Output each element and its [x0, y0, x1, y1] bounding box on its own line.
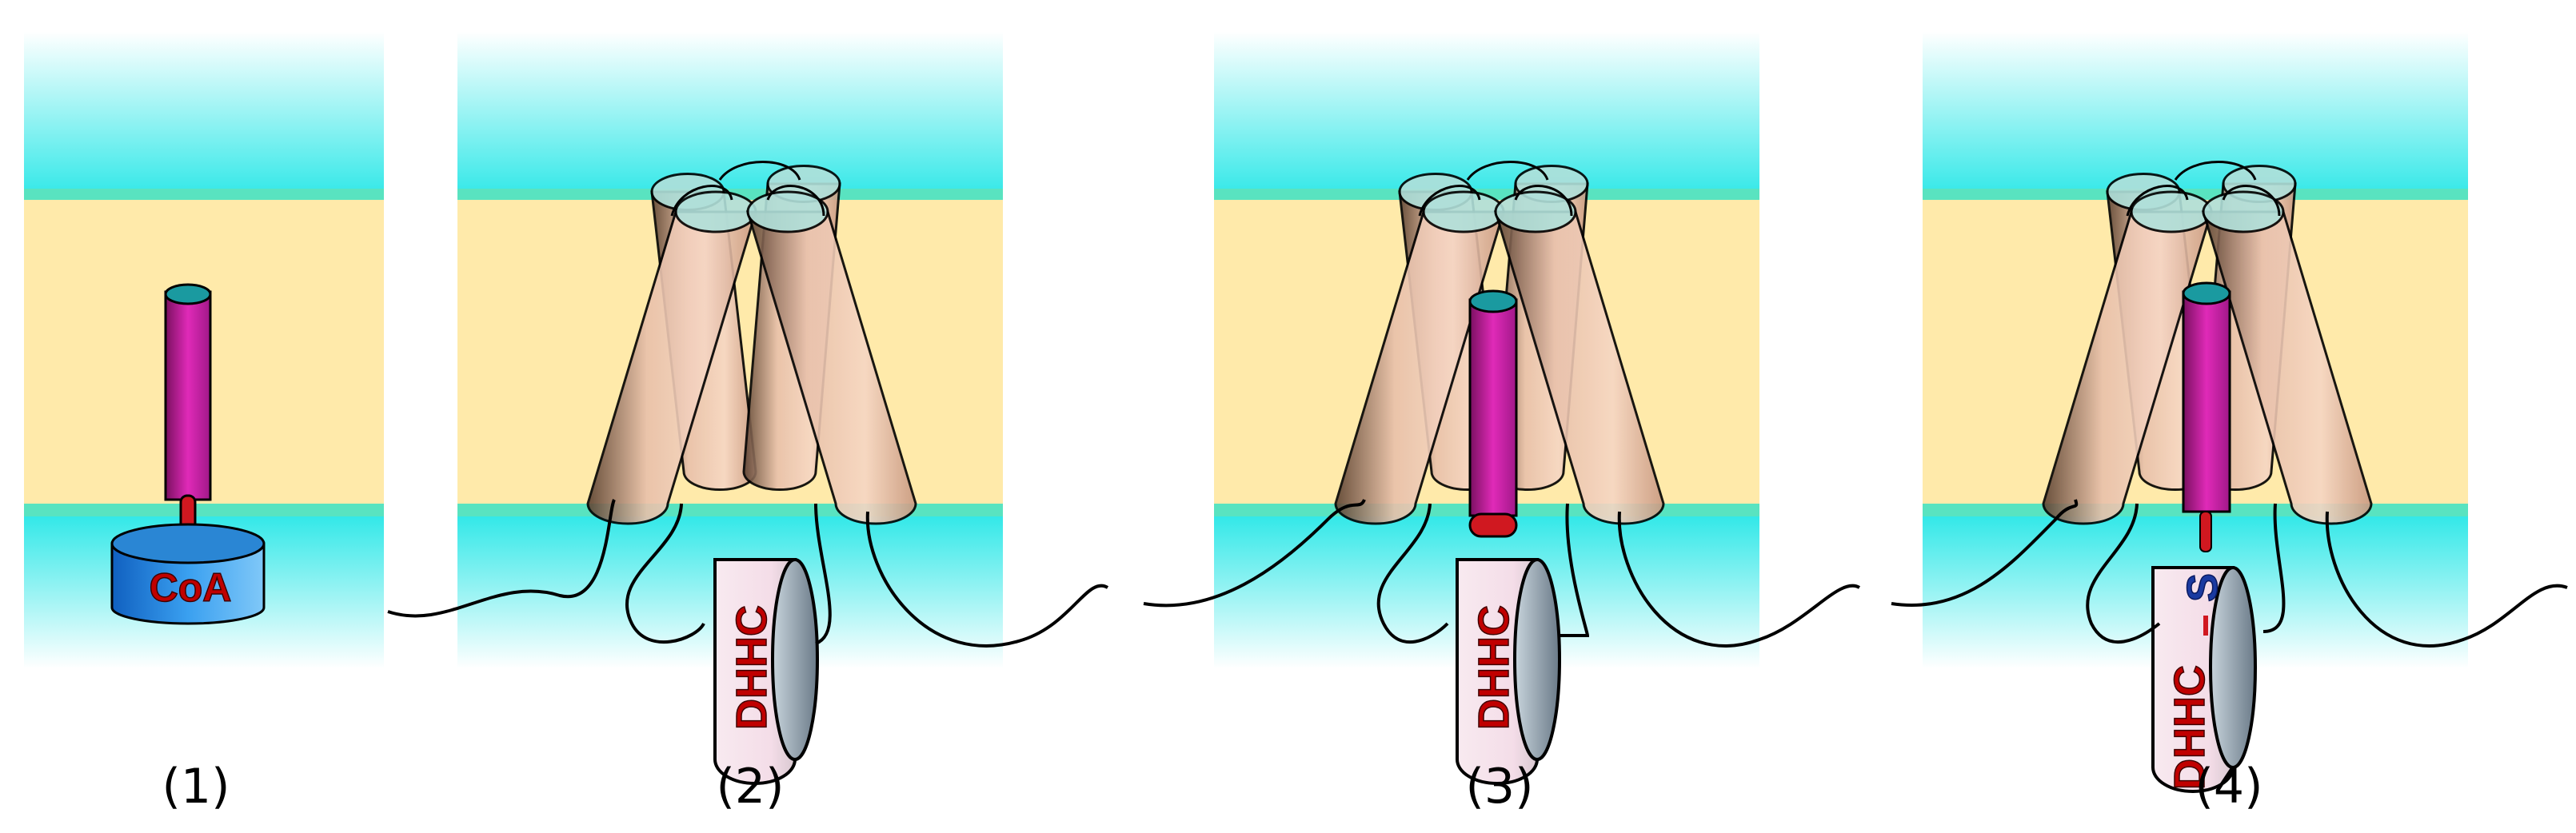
palmitate-chain	[164, 290, 212, 501]
sulfur-label: S	[2179, 573, 2227, 602]
palmitate-inserted	[1468, 289, 1518, 538]
aqueous-top	[457, 32, 1003, 196]
palmitoyl-coa: CoA	[110, 283, 266, 625]
cytoplasmic-loop	[814, 503, 832, 645]
coa-top	[110, 523, 266, 564]
loop-top	[1466, 161, 1549, 181]
palmitate-attached	[2182, 281, 2231, 552]
helix-cap	[2130, 190, 2213, 233]
membrane-edge-top	[24, 189, 384, 203]
dhhc-enzyme-2	[586, 161, 917, 525]
loop-top	[718, 161, 801, 181]
cytoplasmic-loop	[1560, 503, 1590, 637]
aqueous-top	[24, 32, 384, 196]
panel-label-3: (3)	[1465, 759, 1534, 815]
loop-top	[766, 185, 825, 217]
helix-body	[586, 210, 758, 525]
helix-cap	[746, 190, 829, 233]
enzyme-name-label: DHHC	[728, 605, 776, 730]
helix-body	[1493, 210, 1665, 525]
aqueous-top	[1923, 32, 2468, 196]
cytoplasmic-loop	[1143, 499, 1366, 608]
dhhc-domain-2: DHHC	[713, 558, 819, 785]
membrane-edge-bottom	[24, 504, 384, 518]
helix-body	[2201, 210, 2373, 525]
cytoplasmic-loop	[625, 503, 705, 644]
helix-cap	[1422, 190, 1505, 233]
coa-body	[110, 542, 266, 625]
loop-top	[2222, 185, 2281, 217]
enzyme-end-cap	[771, 558, 819, 761]
palmitate-chain	[2182, 290, 2231, 513]
cytoplasmic-loop	[2262, 503, 2286, 633]
cytoplasmic-loop	[387, 499, 616, 618]
coa-label: CoA	[150, 565, 232, 610]
loop-top	[670, 185, 733, 217]
dhhc-domain-4: DHHC	[2151, 566, 2257, 793]
cytoplasmic-loop	[2086, 503, 2161, 644]
aqueous-top	[1214, 32, 1759, 196]
helix-front-right	[745, 190, 917, 525]
helix-cap	[2202, 190, 2285, 233]
cytoplasmic-loop	[865, 511, 1109, 648]
dhhc-domain-3: DHHC	[1456, 558, 1561, 785]
thioester-link	[1468, 512, 1518, 538]
helix-body	[745, 210, 917, 525]
palmitate-head	[1468, 289, 1518, 313]
panel-label-4: (4)	[2195, 759, 2263, 815]
helix-cap	[1494, 190, 1577, 233]
palmitate-chain	[1468, 298, 1518, 517]
palmitate-head	[2182, 281, 2231, 305]
panel-label-1: (1)	[162, 759, 230, 815]
helix-cap	[674, 190, 757, 233]
loop-top	[1418, 185, 1481, 217]
enzyme-name-label: DHHC	[2166, 665, 2214, 790]
enzyme-name-label: DHHC	[1470, 605, 1518, 730]
palmitate-head	[164, 283, 212, 305]
loop-top	[2126, 185, 2189, 217]
helix-front-right	[1493, 190, 1665, 525]
helix-front-left	[2042, 190, 2214, 525]
cytoplasmic-loop	[1617, 511, 1861, 648]
cytoplasmic-loop	[1376, 503, 1449, 644]
helix-front-right	[2201, 190, 2373, 525]
thioester-link	[2199, 511, 2212, 552]
cytoplasmic-loop	[2325, 511, 2568, 648]
loop-top	[2174, 161, 2257, 181]
cytoplasmic-loop	[1891, 499, 2079, 607]
membrane-edge-bottom	[457, 504, 1003, 518]
helix-body	[2042, 210, 2214, 525]
loop-top	[1514, 185, 1573, 217]
enzyme-end-cap	[1513, 558, 1561, 761]
helix-front-left	[586, 190, 758, 525]
enzyme-end-cap	[2209, 566, 2257, 769]
panel-label-2: (2)	[716, 759, 785, 815]
